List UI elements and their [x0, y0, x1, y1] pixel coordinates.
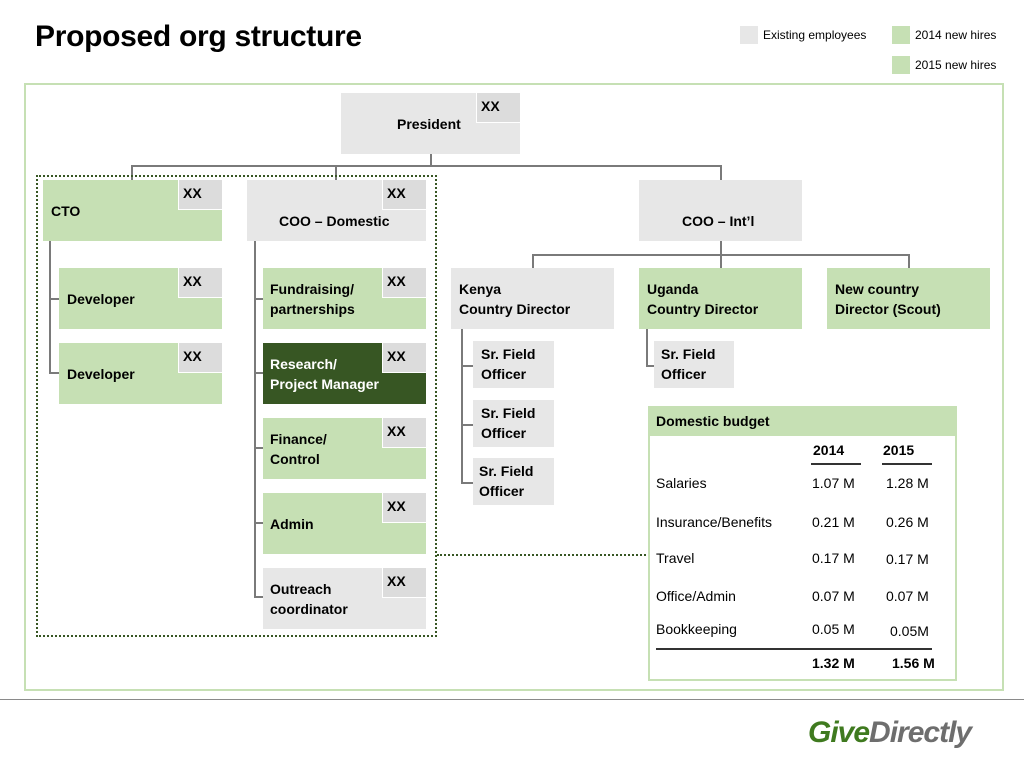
legend-label-2014: 2014 new hires [915, 28, 997, 42]
budget-row-2014: 1.07 M [812, 475, 855, 491]
outreach-label: Outreach coordinator [270, 581, 348, 617]
cto-label: CTO [51, 203, 81, 219]
uganda-director-label: Uganda Country Director [647, 281, 759, 317]
budget-title: Domestic budget [650, 408, 955, 436]
logo-text-give: Give [808, 716, 870, 749]
developer-xx-1: XX [178, 268, 222, 298]
uganda-field-officer-label: Sr. Field Officer [661, 346, 716, 382]
budget-row-label: Salaries [656, 475, 707, 491]
legend-swatch-2014 [892, 26, 910, 44]
kenya-director-box: Kenya Country Director [451, 268, 614, 329]
domestic-group-outline [36, 175, 437, 637]
budget-row-label: Bookkeeping [656, 621, 737, 637]
kenya-director-label: Kenya Country Director [459, 281, 571, 317]
fundraising-xx: XX [382, 268, 426, 298]
budget-row-2014: 0.07 M [812, 588, 855, 604]
budget-row-2015: 0.26 M [886, 514, 929, 530]
admin-label: Admin [270, 516, 314, 532]
kenya-field-officer-label-2: Sr. Field Officer [481, 405, 536, 441]
org-chart-frame [24, 83, 1004, 691]
cto-xx: XX [178, 180, 222, 210]
budget-row-2015: 0.17 M [886, 551, 929, 567]
finance-label: Finance/ Control [270, 431, 327, 467]
legend-swatch-existing [740, 26, 758, 44]
budget-row-2015: 0.05M [890, 623, 929, 639]
budget-total-2015: 1.56 M [892, 655, 935, 671]
developer-xx-2: XX [178, 343, 222, 373]
finance-xx: XX [382, 418, 426, 448]
legend: Existing employees 2014 new hires 2015 n… [740, 26, 1010, 76]
developer-label-1: Developer [67, 291, 135, 307]
budget-row-2015: 1.28 M [886, 475, 929, 491]
kenya-field-officer-label-1: Sr. Field Officer [481, 346, 536, 382]
research-box: Research/ Project Manager XX [263, 343, 426, 404]
kenya-field-officer-label-3: Sr. Field Officer [479, 463, 534, 499]
uganda-director-box: Uganda Country Director [639, 268, 802, 329]
budget-row-label: Office/Admin [656, 588, 736, 604]
budget-row-2014: 0.17 M [812, 550, 855, 566]
coo-intl-box: COO – Int’l [639, 180, 802, 241]
budget-row-2014: 0.05 M [812, 621, 855, 637]
admin-box: Admin XX [263, 493, 426, 554]
budget-row-label: Travel [656, 550, 695, 566]
kenya-field-officer-1: Sr. Field Officer [473, 341, 554, 388]
page-title: Proposed org structure [35, 20, 362, 53]
admin-xx: XX [382, 493, 426, 523]
new-country-director-box: New country Director (Scout) [827, 268, 990, 329]
developer-label-2: Developer [67, 366, 135, 382]
president-xx: XX [476, 93, 520, 123]
budget-year-2015: 2015 [883, 442, 915, 458]
president-label: President [397, 116, 461, 132]
budget-total-2014: 1.32 M [812, 655, 855, 671]
budget-row-2015: 0.07 M [886, 588, 929, 604]
domestic-budget-table: Domestic budget 2014 2015 Salaries 1.07 … [648, 406, 957, 681]
budget-row-label: Insurance/Benefits [656, 514, 772, 530]
research-label: Research/ Project Manager [270, 356, 379, 392]
outreach-box: Outreach coordinator XX [263, 568, 426, 629]
logo-text-directly: Directly [869, 716, 972, 749]
kenya-field-officer-3: Sr. Field Officer [473, 458, 554, 505]
budget-row-2014: 0.21 M [812, 514, 855, 530]
coo-domestic-box: COO – Domestic XX [247, 180, 426, 241]
new-country-director-label: New country Director (Scout) [835, 281, 941, 317]
coo-domestic-xx: XX [382, 180, 426, 210]
developer-box-2: Developer XX [59, 343, 222, 404]
uganda-field-officer: Sr. Field Officer [654, 341, 734, 388]
budget-year-2014: 2014 [813, 442, 845, 458]
developer-box-1: Developer XX [59, 268, 222, 329]
coo-domestic-label: COO – Domestic [279, 213, 390, 229]
footer-divider [0, 699, 1024, 700]
legend-swatch-2015 [892, 56, 910, 74]
givedirectly-logo: GiveDirectly [808, 716, 972, 750]
legend-label-2015: 2015 new hires [915, 58, 997, 72]
domestic-budget-link [437, 554, 650, 556]
coo-intl-label: COO – Int’l [682, 213, 755, 229]
fundraising-box: Fundraising/ partnerships XX [263, 268, 426, 329]
legend-label-existing: Existing employees [763, 28, 867, 42]
fundraising-label: Fundraising/ partnerships [270, 281, 355, 317]
finance-box: Finance/ Control XX [263, 418, 426, 479]
kenya-field-officer-2: Sr. Field Officer [473, 400, 554, 447]
research-xx: XX [382, 343, 426, 373]
outreach-xx: XX [382, 568, 426, 598]
president-box: President XX [341, 93, 520, 154]
cto-box: CTO XX [43, 180, 222, 241]
